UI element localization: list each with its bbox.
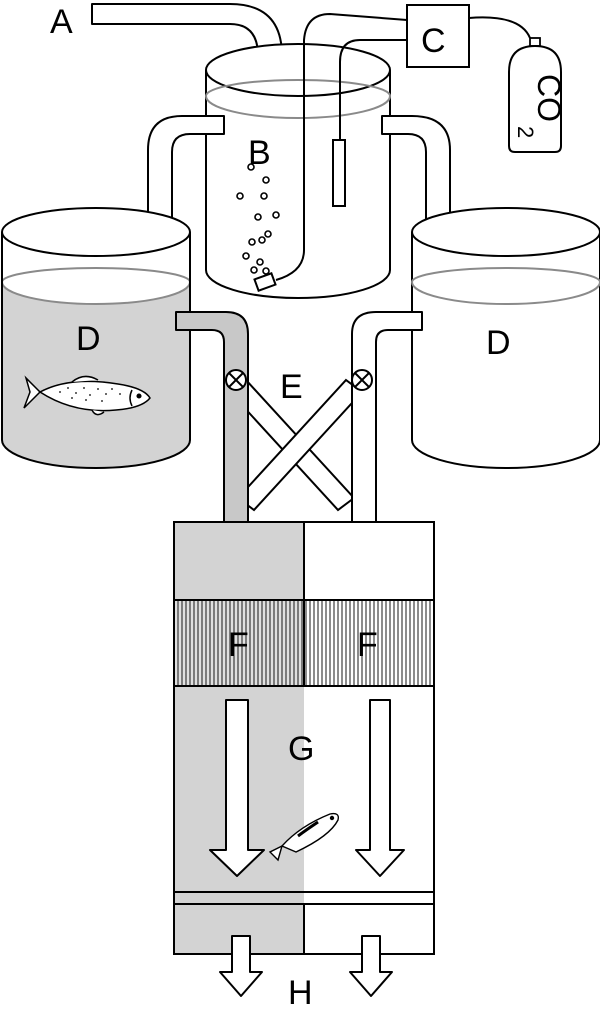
label-f-right: F	[357, 626, 378, 664]
flow-arrow-left	[209, 699, 265, 877]
valve-icon	[351, 369, 373, 391]
co2-bubbles	[236, 163, 280, 275]
label-a: A	[50, 3, 73, 41]
label-co2: CO	[531, 74, 567, 122]
outlet-arrow-left	[219, 935, 263, 997]
label-d-left: D	[76, 320, 101, 358]
salmon-icon	[23, 375, 151, 416]
treatment-tank-left-d	[1, 207, 191, 469]
label-co2-subscript: 2	[513, 126, 538, 138]
valve-icon	[225, 369, 247, 391]
label-c: C	[421, 22, 446, 60]
label-h: H	[288, 974, 313, 1012]
label-b: B	[248, 134, 271, 172]
control-tank-right-d	[411, 207, 600, 469]
co2-cylinder-icon	[508, 37, 562, 153]
co2-gas-line	[275, 12, 531, 281]
outlet-arrow-right	[349, 935, 393, 997]
label-e: E	[280, 368, 303, 406]
label-f-left: F	[228, 626, 249, 664]
ph-probe	[332, 39, 443, 207]
small-fish-icon	[268, 812, 340, 862]
label-d-right: D	[486, 324, 511, 362]
controller-box	[406, 4, 470, 68]
header-tank-b	[205, 43, 391, 299]
label-g: G	[288, 730, 314, 768]
air-stone-diffuser	[253, 272, 277, 292]
flow-arrow-right	[355, 699, 405, 877]
